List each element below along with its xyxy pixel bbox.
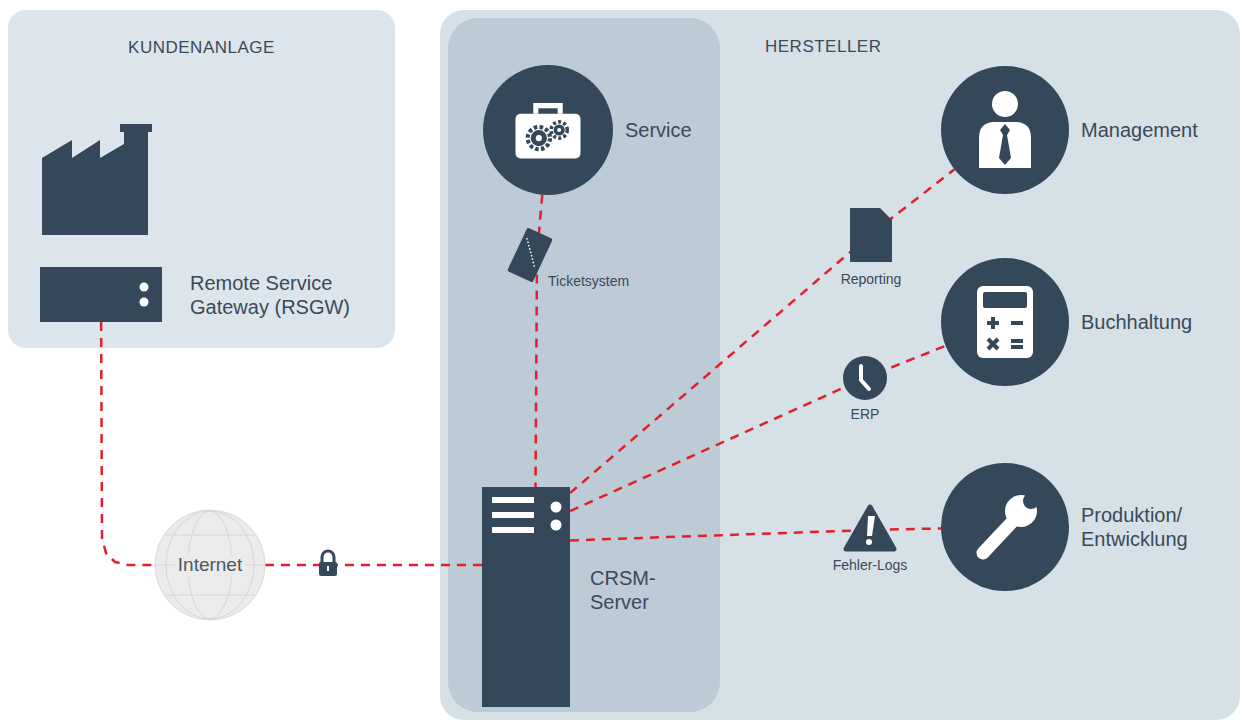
wrench-handle <box>983 519 1015 553</box>
department-circle: Buchhaltung <box>941 258 1069 386</box>
label-holder: Reporting <box>838 270 905 288</box>
gear <box>554 124 565 135</box>
briefcase-handle <box>536 106 560 114</box>
edge-label: Fehler-Logs <box>830 557 911 574</box>
warning-bar <box>867 516 875 536</box>
crsm-server-shape <box>482 487 570 707</box>
node-label: CRSM-Server <box>590 566 662 614</box>
gear <box>531 130 547 146</box>
edge-label: Ticketsystem <box>545 273 632 290</box>
department-circle-shape <box>941 463 1069 591</box>
briefcase-body <box>516 114 581 159</box>
server-bar <box>492 527 534 533</box>
gear-hole <box>536 135 542 141</box>
lock-keyhole <box>327 566 329 571</box>
clock-hands <box>861 366 869 389</box>
server-led <box>140 283 149 292</box>
text-holder: Remote Service Gateway (RSGW) <box>190 271 370 319</box>
text-holder: Produktion/ Entwicklung <box>1081 503 1221 551</box>
crsm-server: CRSM-Server <box>482 487 570 707</box>
gear-hole <box>557 128 561 132</box>
circle-outline <box>941 66 1069 194</box>
warning-triangle <box>846 507 894 549</box>
node-icon <box>40 267 162 322</box>
node-label: Produktion/ Entwicklung <box>1081 503 1221 551</box>
globe-grid <box>156 511 264 619</box>
region-title: KUNDENANLAGE <box>128 38 275 58</box>
server-led <box>551 520 562 531</box>
dashed-connector <box>101 322 155 565</box>
node-icon <box>482 487 570 707</box>
server-led <box>551 502 562 513</box>
node-icon <box>979 91 1031 168</box>
department-circle: Produktion/ Entwicklung <box>941 463 1069 591</box>
server-bar <box>492 512 534 518</box>
gateway-server-shape <box>40 267 162 322</box>
text-holder: CRSM-Server <box>590 566 662 614</box>
node-icon <box>977 286 1033 358</box>
factory-icon <box>42 124 152 235</box>
warning-icon <box>846 507 894 549</box>
label-holder: ERP <box>848 405 883 423</box>
internet-globe: Internet <box>155 510 265 620</box>
text-holder: Management <box>1081 118 1198 142</box>
clock-icon <box>843 356 887 400</box>
person-tie <box>999 124 1011 165</box>
gateway-server: Remote Service Gateway (RSGW) <box>40 267 162 322</box>
calculator-screen <box>983 292 1027 308</box>
service-circle-shape <box>483 65 613 195</box>
dashed-connector <box>570 346 946 511</box>
gear-teeth <box>528 127 550 149</box>
department-circle-shape <box>941 258 1069 386</box>
circle-outline <box>941 463 1069 591</box>
service-circle: Service <box>483 65 613 195</box>
text-holder: HERSTELLER <box>765 37 881 57</box>
server-body <box>40 267 162 322</box>
calculator-body <box>977 286 1033 358</box>
globe-parallel <box>165 535 255 536</box>
node-label: Management <box>1081 118 1198 142</box>
person-body <box>979 122 1031 168</box>
server-body <box>482 487 570 707</box>
warning-dot <box>866 539 872 545</box>
clock-face <box>843 356 887 400</box>
node-label: Remote Service Gateway (RSGW) <box>190 271 370 319</box>
globe-meridian <box>166 511 254 619</box>
person-head <box>992 91 1018 117</box>
node-label: Service <box>625 118 692 142</box>
node-icon <box>516 106 581 159</box>
circle-outline <box>155 510 265 620</box>
edge-label: Reporting <box>838 271 905 288</box>
text-holder: KUNDENANLAGE <box>8 38 395 58</box>
department-circle: Management <box>941 66 1069 194</box>
label-holder: Fehler-Logs <box>830 556 911 574</box>
inner-band <box>448 18 720 712</box>
globe-parallel <box>165 595 255 596</box>
node-label: Buchhaltung <box>1081 310 1192 334</box>
report-icon <box>850 208 892 262</box>
server-bar <box>492 497 534 503</box>
ticket-perforation <box>517 238 545 268</box>
text-holder: Service <box>625 118 692 142</box>
circle-outline <box>941 258 1069 386</box>
text-holder: Buchhaltung <box>1081 310 1192 334</box>
department-circle-shape <box>941 66 1069 194</box>
calculator-keys <box>987 317 1023 349</box>
node-label: Internet <box>175 554 245 577</box>
lock-body <box>319 562 337 576</box>
label-holder: Ticketsystem <box>545 272 632 290</box>
dashed-connector <box>265 564 482 567</box>
node-icon <box>983 493 1039 553</box>
edge-label: ERP <box>848 406 883 423</box>
lock-shackle <box>322 551 334 563</box>
region-title: HERSTELLER <box>765 37 881 57</box>
wrench-jaw <box>1023 493 1039 509</box>
document-shape <box>850 208 892 262</box>
server-led <box>140 298 149 307</box>
lock-icon <box>319 551 337 576</box>
gear-teeth <box>551 122 567 138</box>
circle-outline <box>483 65 613 195</box>
dashed-connector <box>570 169 954 493</box>
text-holder: Internet <box>155 554 265 577</box>
